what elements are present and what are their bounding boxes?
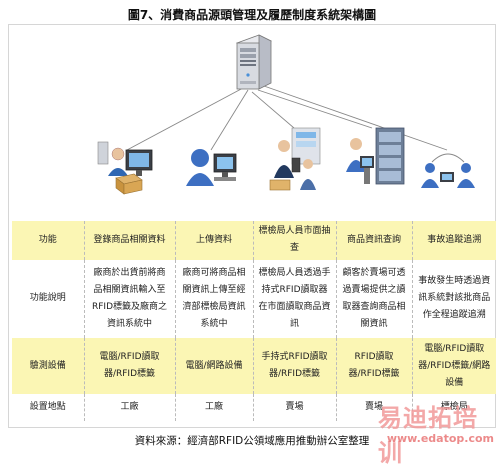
- row-header-location: 設置地點: [29, 402, 66, 413]
- location-cell: 賣場: [252, 394, 336, 421]
- location-cell: 標檢局: [411, 394, 496, 421]
- device-cell: 電腦/RFID讀取器/RFID標籤/網路設備: [411, 337, 496, 395]
- function-cell: 標檢局人員市面抽查: [252, 221, 336, 260]
- handheld-reader-icon: [269, 127, 321, 191]
- function-cell: 上傳資料: [174, 221, 253, 260]
- location-row: 設置地點 工廠 工廠 賣場 賣場 標檢局: [12, 394, 496, 421]
- server-icon: [235, 34, 273, 90]
- device-cell: 電腦/網路設備: [174, 337, 253, 395]
- function-row: 功能 登錄商品相關資料 上傳資料 標檢局人員市面抽查 商品資訊查詢 事故追蹤追溯: [12, 221, 496, 260]
- user-computer-icon: [186, 149, 237, 186]
- location-cell: 賣場: [335, 394, 412, 421]
- description-cell: 事故發生時透過資訊系統對該批商品作全程追蹤追溯: [411, 259, 496, 338]
- row-header-description: 功能說明: [29, 293, 66, 304]
- factory-computer-icon: [97, 141, 153, 195]
- device-cell: RFID讀取器/RFID標籤: [335, 337, 412, 395]
- description-cell: 顧客於賣場可透過賣場提供之讀取器查詢商品相關資訊: [335, 259, 412, 338]
- store-kiosk-icon: [346, 127, 405, 185]
- description-row: 功能說明 廠商於出貨前將商品相關資訊輸入至RFID標籤及廠商之資訊系統中 廠商可…: [12, 259, 496, 338]
- source-caption: 資料來源：經濟部RFID公領域應用推動辦公室整理: [134, 435, 370, 447]
- location-cell: 工廠: [174, 394, 253, 421]
- watermark-url: www.edatop.com: [386, 432, 494, 445]
- location-cell: 工廠: [83, 394, 175, 421]
- row-header-function: 功能: [12, 221, 84, 260]
- device-cell: 電腦/RFID讀取器/RFID標籤: [83, 337, 175, 395]
- diagram-title: 圖7、消費商品源頭管理及履歷制度系統架構圖: [127, 8, 377, 22]
- connector-lines: [126, 85, 448, 151]
- system-table: 功能 登錄商品相關資料 上傳資料 標檢局人員市面抽查 商品資訊查詢 事故追蹤追溯…: [12, 221, 496, 421]
- function-cell: 事故追蹤追溯: [411, 221, 496, 260]
- description-cell: 廠商可將商品相關資訊上傳至經濟部標檢局資訊系統中: [174, 259, 253, 338]
- network-users-icon: [421, 153, 475, 188]
- row-header-device: 驗測設備: [12, 337, 84, 395]
- device-cell: 手持式RFID讀取器/RFID標籤: [252, 337, 336, 395]
- device-row: 驗測設備 電腦/RFID讀取器/RFID標籤 電腦/網路設備 手持式RFID讀取…: [12, 337, 496, 395]
- description-cell: 標檢局人員透過手持式RFID讀取器在市面讀取商品資訊: [252, 259, 336, 338]
- description-cell: 廠商於出貨前將商品相關資訊輸入至RFID標籤及廠商之資訊系統中: [83, 259, 175, 338]
- watermark: 易迪拓培训 www.edatop.com: [378, 398, 498, 467]
- function-cell: 登錄商品相關資料: [83, 221, 175, 260]
- function-cell: 商品資訊查詢: [335, 221, 412, 260]
